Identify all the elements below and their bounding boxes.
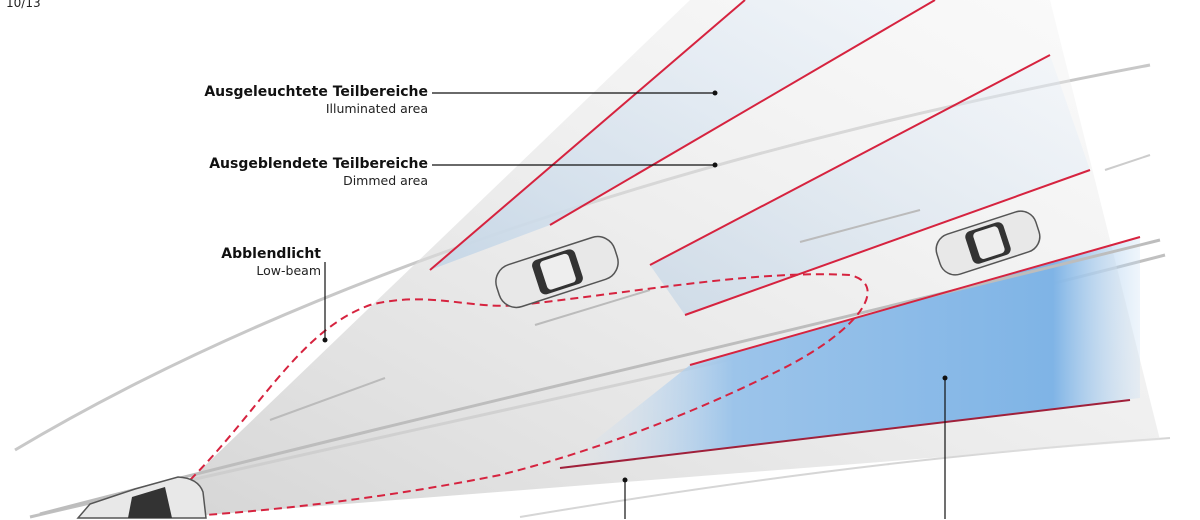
road-centerline xyxy=(39,238,1161,516)
label-low-beam-en: Low-beam xyxy=(256,263,321,278)
beam-edges xyxy=(429,0,1141,469)
label-dimmed-en: Dimmed area xyxy=(343,173,428,188)
own-car xyxy=(76,476,207,519)
lane-dash xyxy=(269,377,386,421)
leader-dots xyxy=(322,90,948,483)
illuminated-area-main xyxy=(560,237,1140,468)
label-dimmed-de: Ausgeblendete Teilbereiche xyxy=(209,156,428,172)
label-illuminated-de: Ausgeleuchtete Teilbereiche xyxy=(204,84,428,100)
page-counter: 10/13 xyxy=(6,0,41,10)
illuminated-area xyxy=(650,55,1090,315)
illuminated-area xyxy=(430,0,935,270)
lane-dash xyxy=(534,289,651,326)
oncoming-car xyxy=(495,235,619,309)
label-illuminated-en: Illuminated area xyxy=(325,101,428,116)
label-low-beam: Abblendlicht Low-beam xyxy=(221,246,321,278)
lane-dash xyxy=(1104,154,1151,171)
leader-lines xyxy=(324,92,946,519)
low-beam-outline xyxy=(189,273,869,516)
label-low-beam-de: Abblendlicht xyxy=(221,246,321,262)
label-illuminated: Ausgeleuchtete Teilbereiche Illuminated … xyxy=(204,84,428,116)
label-dimmed: Ausgeblendete Teilbereiche Dimmed area xyxy=(209,156,428,188)
preceding-car xyxy=(935,210,1041,276)
lane-dash xyxy=(799,209,921,243)
